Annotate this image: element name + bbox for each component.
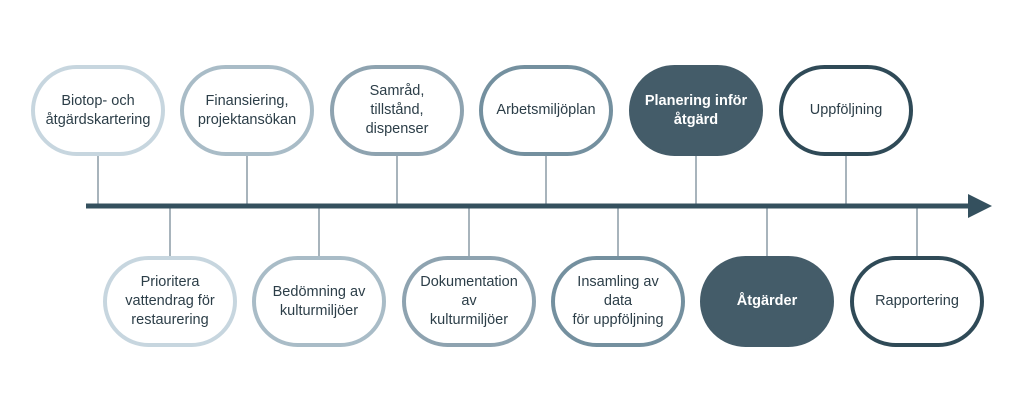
step-label: Bedömning av kulturmiljöer (272, 283, 366, 319)
step-samrad-tillstand-dispenser: Samråd, tillstånd, dispenser (330, 65, 464, 156)
step-insamling-av-data-for-uppfoljning: Insamling av data för uppföljning (551, 256, 685, 347)
step-planering-infor-atgard: Planering inför åtgärd (629, 65, 763, 156)
step-finansiering-projektansokan: Finansiering, projektansökan (180, 65, 314, 156)
step-label: Dokumentation av kulturmiljöer (420, 274, 518, 328)
connector-lines (97, 156, 918, 256)
step-label: Insamling av data för uppföljning (572, 274, 664, 328)
step-rapportering: Rapportering (850, 256, 984, 347)
step-label: Rapportering (875, 293, 959, 309)
step-label: Uppföljning (809, 102, 883, 118)
step-label: Biotop- och åtgärdskartering (45, 92, 151, 128)
step-bedomning-av-kulturmiljoer: Bedömning av kulturmiljöer (252, 256, 386, 347)
step-arbetsmiljoplan: Arbetsmiljöplan (479, 65, 613, 156)
step-label: Prioritera vattendrag för restaurering (125, 274, 215, 328)
step-label: Arbetsmiljöplan (496, 102, 596, 118)
step-biotop-och-atgardskartering: Biotop- och åtgärdskartering (31, 65, 165, 156)
step-atgarder: Åtgärder (700, 256, 834, 347)
step-label: Åtgärder (736, 293, 798, 309)
step-label: Planering inför åtgärd (644, 92, 748, 128)
step-label: Finansiering, projektansökan (197, 92, 297, 128)
step-label: Samråd, tillstånd, dispenser (365, 83, 429, 137)
step-dokumentation-av-kulturmiljoer: Dokumentation av kulturmiljöer (402, 256, 536, 347)
timeline-arrowhead (968, 194, 992, 218)
step-uppfoljning: Uppföljning (779, 65, 913, 156)
step-prioritera-vattendrag-for-restaurering: Prioritera vattendrag för restaurering (103, 256, 237, 347)
